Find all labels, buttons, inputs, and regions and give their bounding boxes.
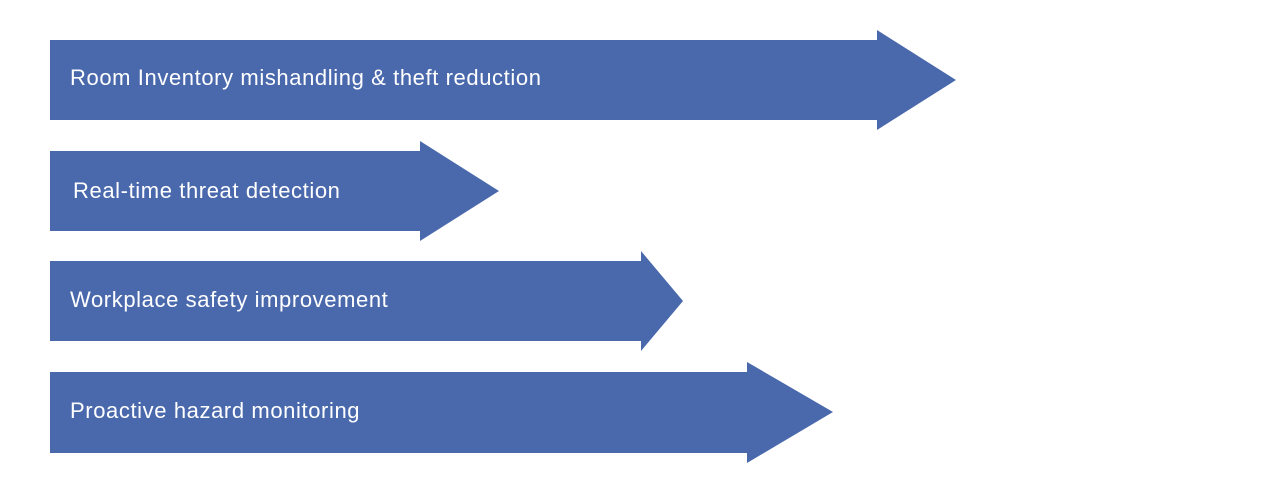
arrow-label-1: Room Inventory mishandling & theft reduc… xyxy=(70,65,542,90)
arrow-shape-graphic xyxy=(50,30,956,130)
arrow-label-3: Workplace safety improvement xyxy=(70,287,389,312)
arrow-shape-graphic xyxy=(50,251,683,351)
arrow-shape-graphic xyxy=(50,362,833,463)
arrow-label-2: Real-time threat detection xyxy=(73,178,341,203)
arrow-shape-1: Room Inventory mishandling & theft reduc… xyxy=(50,30,956,130)
arrow-shape-3: Workplace safety improvement xyxy=(50,251,683,351)
arrow-shape-2: Real-time threat detection xyxy=(50,141,499,241)
arrow-shape-graphic xyxy=(50,141,499,241)
arrow-label-4: Proactive hazard monitoring xyxy=(70,398,361,423)
arrow-shape-4: Proactive hazard monitoring xyxy=(50,362,833,463)
